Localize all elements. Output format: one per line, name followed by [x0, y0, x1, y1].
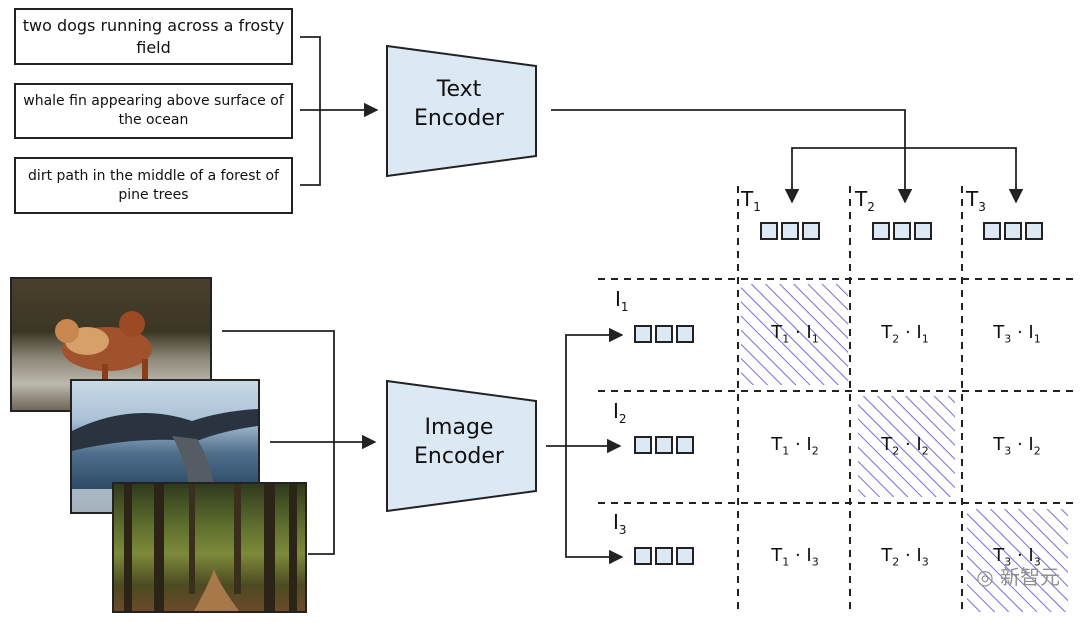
matrix-cell-t3-i3: T3 · I3	[993, 545, 1041, 569]
image-embedding-label-1: I1	[615, 287, 629, 314]
matrix-cell-t1-i1: T1 · I1	[771, 322, 819, 346]
matrix-cell-t2-i2: T2 · I2	[881, 434, 929, 458]
matrix-cell-t3-i2: T3 · I2	[993, 434, 1041, 458]
embedding-symbol: I	[613, 510, 619, 534]
cell-t-index: 2	[892, 555, 900, 569]
embedding-symbol: I	[613, 399, 619, 423]
text-embedding-vector-3	[983, 222, 1046, 240]
cell-i-index: 3	[1033, 555, 1041, 569]
cell-t-index: 3	[1004, 444, 1012, 458]
image-bracket	[222, 330, 377, 555]
image-embedding-label-2: I2	[613, 399, 627, 426]
image-embedding-vector-3	[634, 547, 697, 565]
image-embedding-vector-1	[634, 325, 697, 343]
watermark: ◎ 新智元	[976, 561, 1060, 590]
embedding-subscript: 2	[618, 412, 627, 426]
matrix-cell-t1-i3: T1 · I3	[771, 545, 819, 569]
dogs-illustration	[55, 311, 152, 392]
photo-forest	[112, 482, 307, 613]
embedding-symbol: T	[741, 187, 754, 211]
caption-text: whale fin appearing above surface of the…	[23, 93, 284, 128]
text-embedding-vector-2	[872, 222, 935, 240]
cell-i-index: 1	[921, 332, 929, 346]
image-encoder-output-lines	[546, 327, 624, 565]
embedding-subscript: 2	[867, 200, 875, 214]
text-embedding-vector-1	[760, 222, 823, 240]
wechat-icon: ◎	[976, 565, 994, 589]
cell-t-index: 3	[1004, 555, 1012, 569]
caption-box-whale: whale fin appearing above surface of the…	[14, 83, 293, 139]
text-embedding-label-1: T1	[741, 187, 761, 214]
caption-box-dogs: two dogs running across a frosty field	[14, 8, 293, 65]
cell-i-index: 2	[1033, 444, 1041, 458]
cell-i-index: 1	[811, 332, 819, 346]
matrix-cell-t2-i3: T2 · I3	[881, 545, 929, 569]
embedding-symbol: T	[855, 187, 868, 211]
cell-i-index: 3	[811, 555, 819, 569]
cell-i-index: 2	[921, 444, 929, 458]
text-embedding-label-3: T3	[966, 187, 986, 214]
embedding-subscript: 1	[753, 200, 761, 214]
embedding-subscript: 3	[618, 523, 627, 537]
matrix-cell-t2-i1: T2 · I1	[881, 322, 929, 346]
caption-bracket	[300, 36, 379, 186]
cell-t-index: 3	[1004, 332, 1012, 346]
embedding-symbol: T	[966, 187, 979, 211]
embedding-subscript: 3	[978, 200, 986, 214]
forest-illustration	[124, 484, 297, 611]
text-encoder-shape	[386, 44, 537, 178]
embedding-symbol: I	[615, 287, 621, 311]
text-encoder-output-lines	[551, 109, 1024, 204]
image-embedding-vector-2	[634, 436, 697, 454]
image-encoder-label: Image Encoder	[414, 415, 504, 469]
image-embedding-label-3: I3	[613, 510, 627, 537]
matrix-cell-t1-i2: T1 · I2	[771, 434, 819, 458]
caption-text: dirt path in the middle of a forest of p…	[28, 167, 279, 203]
image-encoder-shape	[386, 379, 537, 513]
matrix-grid	[598, 186, 1074, 614]
cell-i-index: 3	[921, 555, 929, 569]
matrix-cell-highlight-2	[858, 396, 955, 497]
caption-text: two dogs running across a frosty field	[22, 15, 285, 57]
cell-i-index: 2	[811, 444, 819, 458]
cell-t-index: 2	[892, 332, 900, 346]
caption-box-forest: dirt path in the middle of a forest of p…	[14, 157, 293, 214]
cell-t-index: 1	[782, 332, 790, 346]
cell-i-index: 1	[1033, 332, 1041, 346]
matrix-cell-t3-i1: T3 · I1	[993, 322, 1041, 346]
cell-t-index: 1	[782, 444, 790, 458]
watermark-text: 新智元	[1000, 565, 1060, 589]
embedding-subscript: 1	[620, 300, 629, 314]
cell-t-index: 1	[782, 555, 790, 569]
text-encoder-label: Text Encoder	[414, 77, 504, 131]
text-embedding-label-2: T2	[855, 187, 875, 214]
matrix-cell-highlight-3	[967, 509, 1068, 612]
cell-t-index: 2	[892, 444, 900, 458]
matrix-cell-highlight-1	[741, 284, 848, 385]
